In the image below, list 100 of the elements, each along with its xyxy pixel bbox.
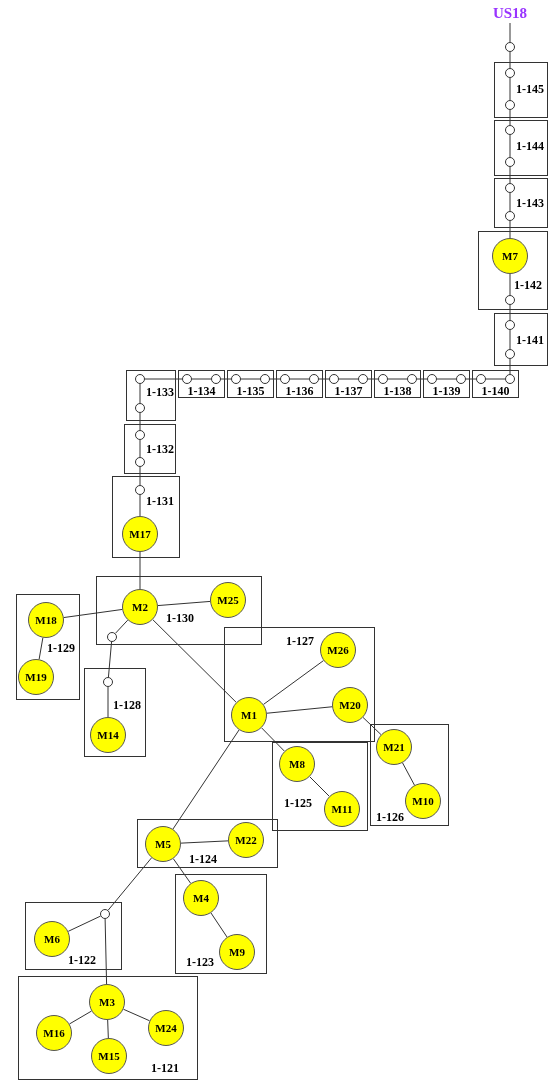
connector-line xyxy=(309,776,330,797)
connector-line xyxy=(139,383,141,404)
connector-line xyxy=(180,840,229,844)
zone-label: 1-126 xyxy=(376,811,404,823)
zone-box xyxy=(112,476,180,558)
connector-line xyxy=(152,619,237,703)
connector-line xyxy=(63,608,123,619)
zone-label: 1-139 xyxy=(432,385,461,397)
zone-label: 1-137 xyxy=(334,385,363,397)
connector-line xyxy=(436,378,457,380)
zone-box xyxy=(16,594,80,700)
connector-line xyxy=(509,22,511,43)
zone-box xyxy=(272,742,368,831)
connector-line xyxy=(465,378,477,380)
connector-line xyxy=(107,686,109,718)
zone-box xyxy=(472,370,519,398)
connector-line xyxy=(38,637,44,660)
zone-label: 1-138 xyxy=(383,385,412,397)
connector-line xyxy=(509,273,511,296)
connector-line xyxy=(114,619,129,634)
connector-line xyxy=(69,1010,92,1025)
zone-label: 1-143 xyxy=(516,197,544,209)
zone-label: 1-132 xyxy=(146,443,174,455)
connector-line xyxy=(172,729,240,830)
connector-line xyxy=(157,600,211,607)
zone-box xyxy=(423,370,470,398)
connector-line xyxy=(191,378,212,380)
connector-line xyxy=(318,378,330,380)
zone-box xyxy=(276,370,323,398)
connector-line xyxy=(261,727,285,752)
connector-line xyxy=(509,358,511,375)
connector-line xyxy=(139,494,141,517)
connector-line xyxy=(509,304,511,321)
connector-line xyxy=(485,378,506,380)
connector-line xyxy=(509,329,511,350)
connector-line xyxy=(139,439,141,458)
zone-box xyxy=(374,370,421,398)
connector-line xyxy=(139,412,141,431)
zone-label: 1-131 xyxy=(146,495,174,507)
zone-box xyxy=(370,724,449,826)
connector-line xyxy=(509,220,511,239)
zone-label: 1-128 xyxy=(113,699,141,711)
connector-line xyxy=(220,378,232,380)
connector-line xyxy=(387,378,408,380)
zone-label: 1-122 xyxy=(68,954,96,966)
connector-line xyxy=(509,77,511,101)
zone-box xyxy=(137,819,278,868)
zone-box xyxy=(96,576,262,645)
zone-label: 1-127 xyxy=(286,635,314,647)
connector-line xyxy=(107,857,152,911)
connector-line xyxy=(509,166,511,184)
zone-box xyxy=(178,370,225,398)
zone-box xyxy=(175,874,267,974)
zone-box xyxy=(494,313,548,366)
zone-box xyxy=(25,902,122,970)
connector-line xyxy=(172,858,192,884)
zone-box xyxy=(84,668,146,757)
zone-box xyxy=(227,370,274,398)
connector-line xyxy=(509,134,511,158)
zone-label: 1-129 xyxy=(47,642,75,654)
zone-label: 1-125 xyxy=(284,797,312,809)
connector-line xyxy=(139,551,141,590)
zone-label: 1-121 xyxy=(151,1062,179,1074)
zone-box xyxy=(124,424,176,474)
zone-box xyxy=(224,627,375,742)
zone-label: 1-133 xyxy=(146,386,174,398)
connector-line xyxy=(367,378,379,380)
connector-line xyxy=(509,109,511,126)
connector-line xyxy=(240,378,261,380)
zone-box xyxy=(18,976,198,1080)
connector-line xyxy=(266,706,333,714)
connector-line xyxy=(210,912,228,938)
zone-box xyxy=(126,370,176,421)
zone-box xyxy=(478,231,548,310)
zone-label: 1-135 xyxy=(236,385,265,397)
zone-label: 1-141 xyxy=(516,334,544,346)
connector-line xyxy=(107,641,113,678)
zone-label: 1-145 xyxy=(516,83,544,95)
zone-label: 1-124 xyxy=(189,853,217,865)
connector-line xyxy=(416,378,428,380)
zone-label: 1-140 xyxy=(481,385,510,397)
connector-line xyxy=(362,716,382,736)
zone-box xyxy=(494,62,548,118)
zone-box xyxy=(325,370,372,398)
connector-line xyxy=(269,378,281,380)
connector-line xyxy=(263,660,324,705)
connector-line xyxy=(144,378,183,380)
zone-label: 1-142 xyxy=(514,279,542,291)
zone-box xyxy=(494,120,548,176)
connector-line xyxy=(338,378,359,380)
connector-line xyxy=(139,466,141,486)
terminal-label: US18 xyxy=(492,5,528,21)
connector-line xyxy=(289,378,310,380)
zone-label: 1-136 xyxy=(285,385,314,397)
connector-line xyxy=(509,51,511,69)
zone-box xyxy=(494,178,548,228)
zone-label: 1-130 xyxy=(166,612,194,624)
zone-label: 1-134 xyxy=(187,385,216,397)
zone-label: 1-144 xyxy=(516,140,544,152)
connector-line xyxy=(107,1019,109,1039)
